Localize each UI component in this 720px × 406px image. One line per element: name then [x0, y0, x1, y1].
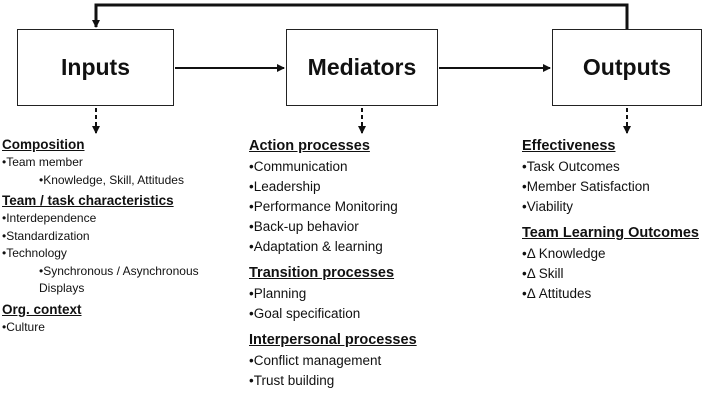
team-task-heading: Team / task characteristics — [2, 193, 174, 208]
team-learning-section: Team Learning Outcomes •Δ Knowledge •Δ S… — [522, 223, 720, 304]
outputs-box: Outputs — [552, 29, 702, 106]
interpersonal-process-item: •Conflict management — [249, 353, 382, 368]
composition-item: •Team member — [2, 155, 83, 169]
feedback-loop-arrow — [92, 3, 629, 29]
action-process-item: •Communication — [249, 159, 348, 174]
mediators-box-label: Mediators — [307, 54, 417, 80]
org-context-section: Org. context •Culture — [2, 301, 238, 337]
composition-section: Composition •Team member •Knowledge, Ski… — [2, 136, 238, 189]
inputs-detail: Composition •Team member •Knowledge, Ski… — [2, 136, 238, 336]
outputs-detail: Effectiveness •Task Outcomes •Member Sat… — [522, 136, 720, 304]
effectiveness-item: •Viability — [522, 199, 574, 214]
org-context-item: •Culture — [2, 319, 45, 334]
transition-process-item: •Goal specification — [249, 306, 361, 321]
interpersonal-processes-section: Interpersonal processes •Conflict manage… — [249, 330, 519, 391]
transition-processes-section: Transition processes •Planning •Goal spe… — [249, 263, 519, 324]
action-process-item: •Back-up behavior — [249, 219, 359, 234]
effectiveness-section: Effectiveness •Task Outcomes •Member Sat… — [522, 136, 720, 217]
composition-subitem: •Knowledge, Skill, Attitudes — [39, 172, 184, 187]
team-task-item: •Technology — [2, 246, 67, 260]
team-task-section: Team / task characteristics •Interdepend… — [2, 192, 238, 298]
team-task-item: •Interdependence — [2, 211, 97, 225]
action-process-item: •Leadership — [249, 179, 321, 194]
team-task-subitem: •Synchronous / Asynchronous Displays — [39, 263, 199, 296]
inputs-box-label: Inputs — [61, 54, 130, 80]
mediators-box: Mediators — [286, 29, 438, 106]
team-learning-heading: Team Learning Outcomes — [522, 225, 699, 241]
composition-heading: Composition — [2, 137, 85, 152]
mediators-detail: Action processes •Communication •Leaders… — [249, 136, 519, 391]
team-learning-item: •Δ Skill — [522, 266, 564, 281]
effectiveness-item: •Task Outcomes — [522, 159, 620, 174]
team-learning-item: •Δ Attitudes — [522, 286, 592, 301]
effectiveness-heading: Effectiveness — [522, 138, 616, 154]
interpersonal-process-item: •Trust building — [249, 373, 335, 388]
action-process-item: •Performance Monitoring — [249, 199, 398, 214]
outputs-box-label: Outputs — [582, 54, 672, 80]
org-context-heading: Org. context — [2, 301, 82, 317]
team-learning-item: •Δ Knowledge — [522, 246, 606, 261]
effectiveness-item: •Member Satisfaction — [522, 179, 650, 194]
inputs-box: Inputs — [17, 29, 174, 106]
team-task-item: •Standardization — [2, 228, 90, 243]
interpersonal-processes-heading: Interpersonal processes — [249, 332, 417, 348]
action-processes-section: Action processes •Communication •Leaders… — [249, 136, 519, 257]
transition-processes-heading: Transition processes — [249, 265, 395, 281]
transition-process-item: •Planning — [249, 286, 307, 301]
action-process-item: •Adaptation & learning — [249, 239, 383, 254]
action-processes-heading: Action processes — [249, 138, 370, 154]
